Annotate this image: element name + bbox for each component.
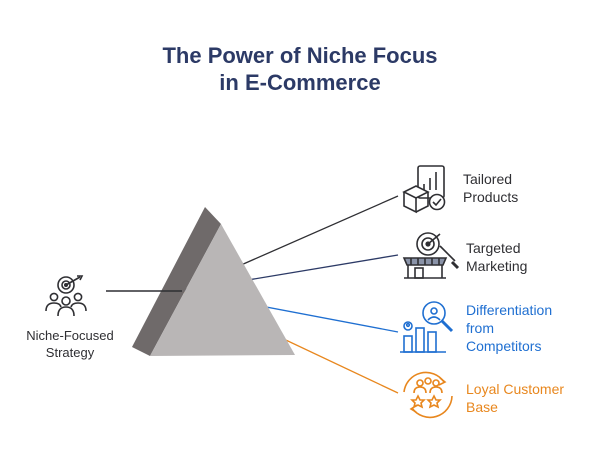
output-label-line: Differentiation (466, 302, 553, 318)
page-title: The Power of Niche Focus in E-Commerce (0, 42, 600, 96)
source-label-line-1: Niche-Focused (26, 328, 114, 343)
product-box-chart-icon (402, 165, 446, 214)
bar-chart-magnifier-icon (400, 301, 454, 353)
output-label-line: Tailored (463, 171, 513, 187)
output-label-line: Loyal Customer (466, 381, 565, 397)
customers-stars-icon (403, 371, 453, 419)
output-label-loyal-customer: Loyal Customer Base (466, 380, 564, 416)
title-line-1: The Power of Niche Focus (162, 43, 438, 68)
storefront-target-icon (402, 232, 460, 279)
source-label: Niche-Focused Strategy (12, 327, 128, 361)
output-label-targeted-marketing: Targeted Marketing (466, 239, 527, 275)
output-label-line: Targeted (466, 240, 521, 256)
output-label-line: Products (463, 189, 519, 205)
output-label-line: Competitors (466, 338, 542, 354)
target-team-icon (45, 275, 87, 317)
prism-face (150, 224, 295, 356)
output-label-line: Base (466, 399, 498, 415)
prism-side (132, 207, 221, 356)
source-label-line-2: Strategy (45, 345, 95, 360)
output-label-line: Marketing (466, 258, 528, 274)
title-line-2: in E-Commerce (219, 70, 381, 95)
output-label-differentiation: Differentiation from Competitors (466, 301, 552, 355)
output-label-line: from (466, 320, 494, 336)
prism (132, 207, 295, 356)
output-label-tailored-products: Tailored Products (463, 170, 518, 206)
